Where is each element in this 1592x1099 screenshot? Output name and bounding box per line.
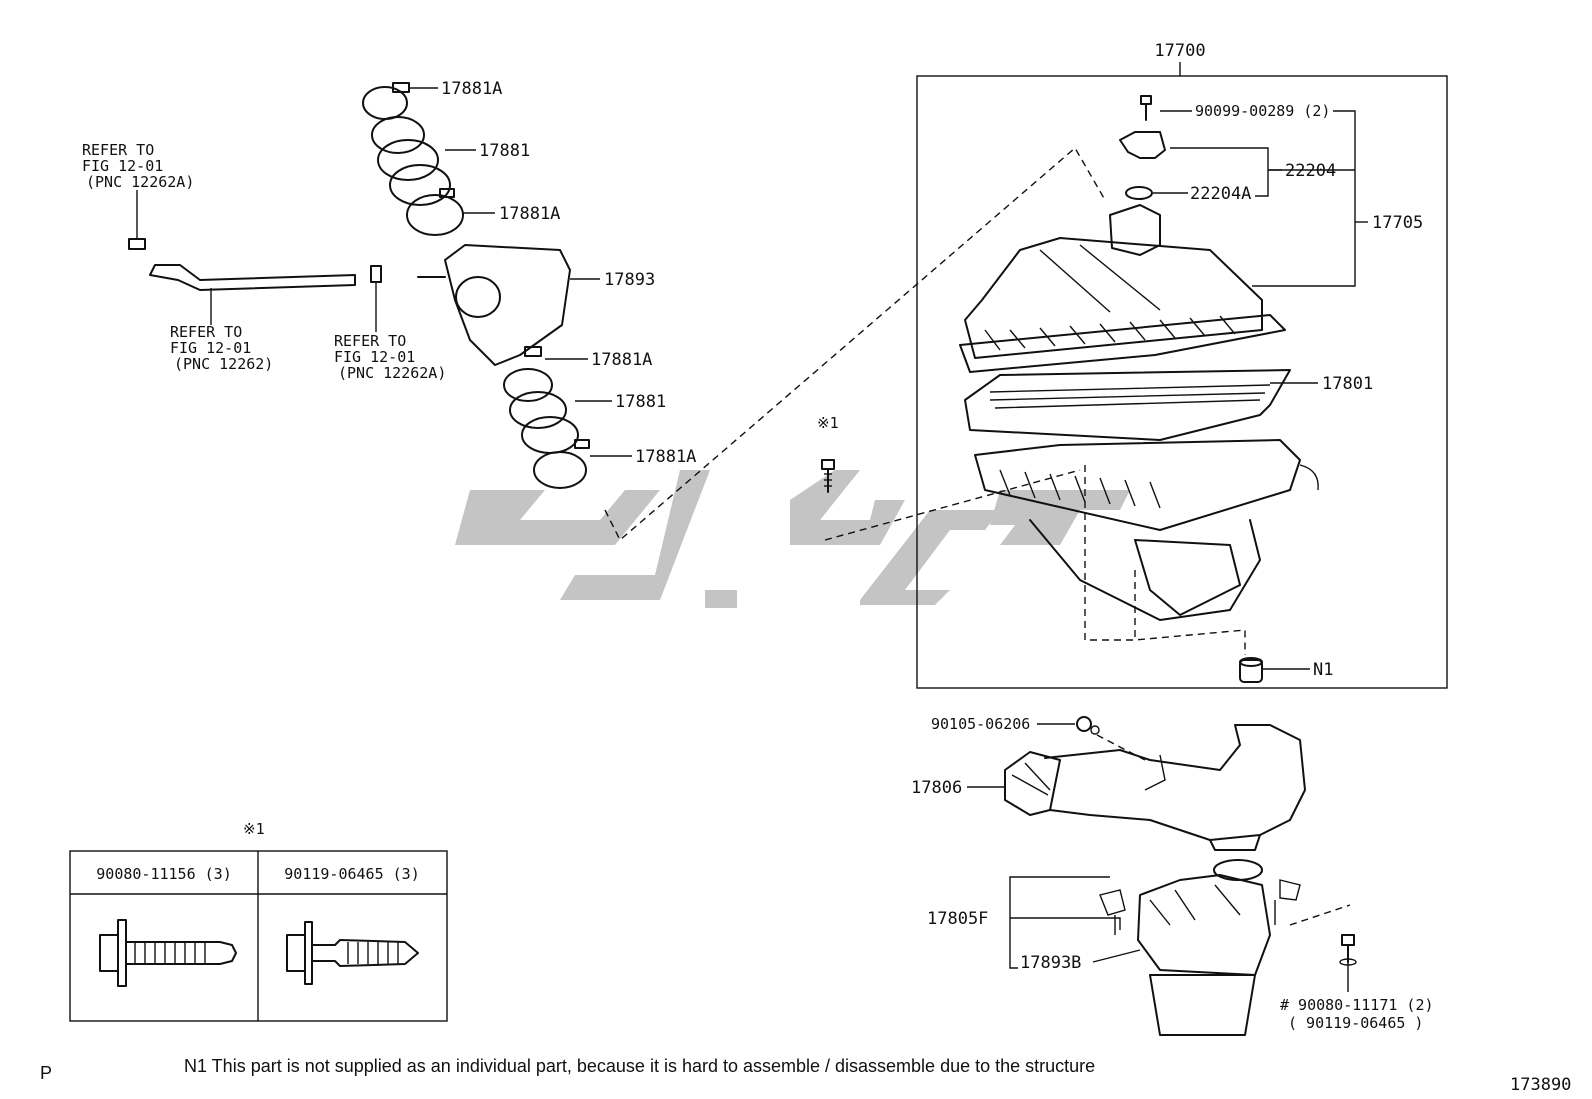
bolt-90119-06465-icon — [286, 921, 419, 985]
leader-17893b — [1092, 949, 1141, 963]
callout-17806: 17806 — [911, 778, 962, 798]
table-star1-marker: ※1 — [243, 820, 265, 838]
callout-90099-00289: 90099-00289 (2) — [1195, 102, 1330, 120]
callout-17893: 17893 — [604, 270, 655, 290]
dash-90105 — [1096, 734, 1146, 761]
callout-n1: N1 — [1313, 660, 1333, 680]
figure-id: 173890 — [1510, 1075, 1571, 1095]
leader-17805f-bracket — [1009, 876, 1110, 969]
callout-17801: 17801 — [1322, 374, 1373, 394]
callout-90080-11171: # 90080-11171 (2) — [1280, 996, 1434, 1014]
air-cleaner-cap-icon — [959, 204, 1286, 373]
hose-lower-17881-icon — [503, 346, 590, 489]
bolt-90080-11171-icon — [1339, 934, 1357, 966]
bolt-90105-icon — [1076, 716, 1100, 735]
star1-marker: ※1 — [817, 414, 839, 432]
refer-note-3-line2: FIG 12-01 — [334, 348, 415, 366]
table-col2-header: 90119-06465 (3) — [284, 865, 419, 883]
intake-duct-17806-icon — [1004, 724, 1306, 851]
callout-17881a-1: 17881A — [441, 79, 502, 99]
leader-22204-bracket — [1170, 147, 1269, 197]
footnote-n1: N1 This part is not supplied as an indiv… — [184, 1056, 1095, 1076]
sensor-22204-icon — [1119, 95, 1166, 200]
callout-22204: 22204 — [1285, 161, 1336, 181]
refer-note-1-line2: FIG 12-01 — [82, 157, 163, 175]
resonator-17805f-icon — [1099, 859, 1301, 1036]
hose-upper-17881-icon — [362, 82, 464, 236]
callout-17881-1: 17881 — [479, 141, 530, 161]
callout-17700: 17700 — [1154, 41, 1205, 61]
bolt-star1-icon — [821, 459, 835, 493]
bolt-90080-11156-icon — [99, 919, 237, 987]
dash-hose-to-cap — [604, 146, 1106, 542]
callout-22204a: 22204A — [1190, 184, 1251, 204]
callout-17893b: 17893B — [1020, 953, 1081, 973]
bolt-table — [69, 850, 448, 1022]
refer-note-3-line3: (PNC 12262A) — [338, 364, 446, 382]
air-cleaner-case-icon — [974, 439, 1319, 621]
leader-17705-bracket — [1252, 110, 1356, 287]
grommet-n1-icon — [1239, 657, 1263, 683]
leader-17805f-link — [1010, 917, 1121, 930]
refer-note-2-line3: (PNC 12262) — [174, 355, 273, 373]
refer-note-1-line1: REFER TO — [82, 141, 154, 159]
breather-hose-icon — [128, 238, 382, 291]
refer-note-1-line3: (PNC 12262A) — [86, 173, 194, 191]
callout-17881a-4: 17881A — [635, 447, 696, 467]
callout-17805f: 17805F — [927, 909, 988, 929]
dash-star-bolt — [824, 469, 1081, 541]
watermark-logo — [455, 470, 1130, 608]
refer-note-3-line1: REFER TO — [334, 332, 406, 350]
dash-bolt-90080 — [1289, 904, 1351, 926]
callout-17705: 17705 — [1372, 213, 1423, 233]
refer-note-2-line2: FIG 12-01 — [170, 339, 251, 357]
page-marker: P — [40, 1063, 52, 1083]
callout-90119-06465-alt: ( 90119-06465 ) — [1288, 1014, 1423, 1032]
refer-note-2-line1: REFER TO — [170, 323, 242, 341]
callout-90105-06206: 90105-06206 — [931, 715, 1030, 733]
callout-17881-2: 17881 — [615, 392, 666, 412]
table-col1-header: 90080-11156 (3) — [96, 865, 231, 883]
callout-17881a-3: 17881A — [591, 350, 652, 370]
assembly-frame-17700 — [916, 75, 1448, 689]
air-filter-element-icon — [964, 369, 1291, 441]
callout-17881a-2: 17881A — [499, 204, 560, 224]
resonator-17893-icon — [417, 244, 571, 366]
